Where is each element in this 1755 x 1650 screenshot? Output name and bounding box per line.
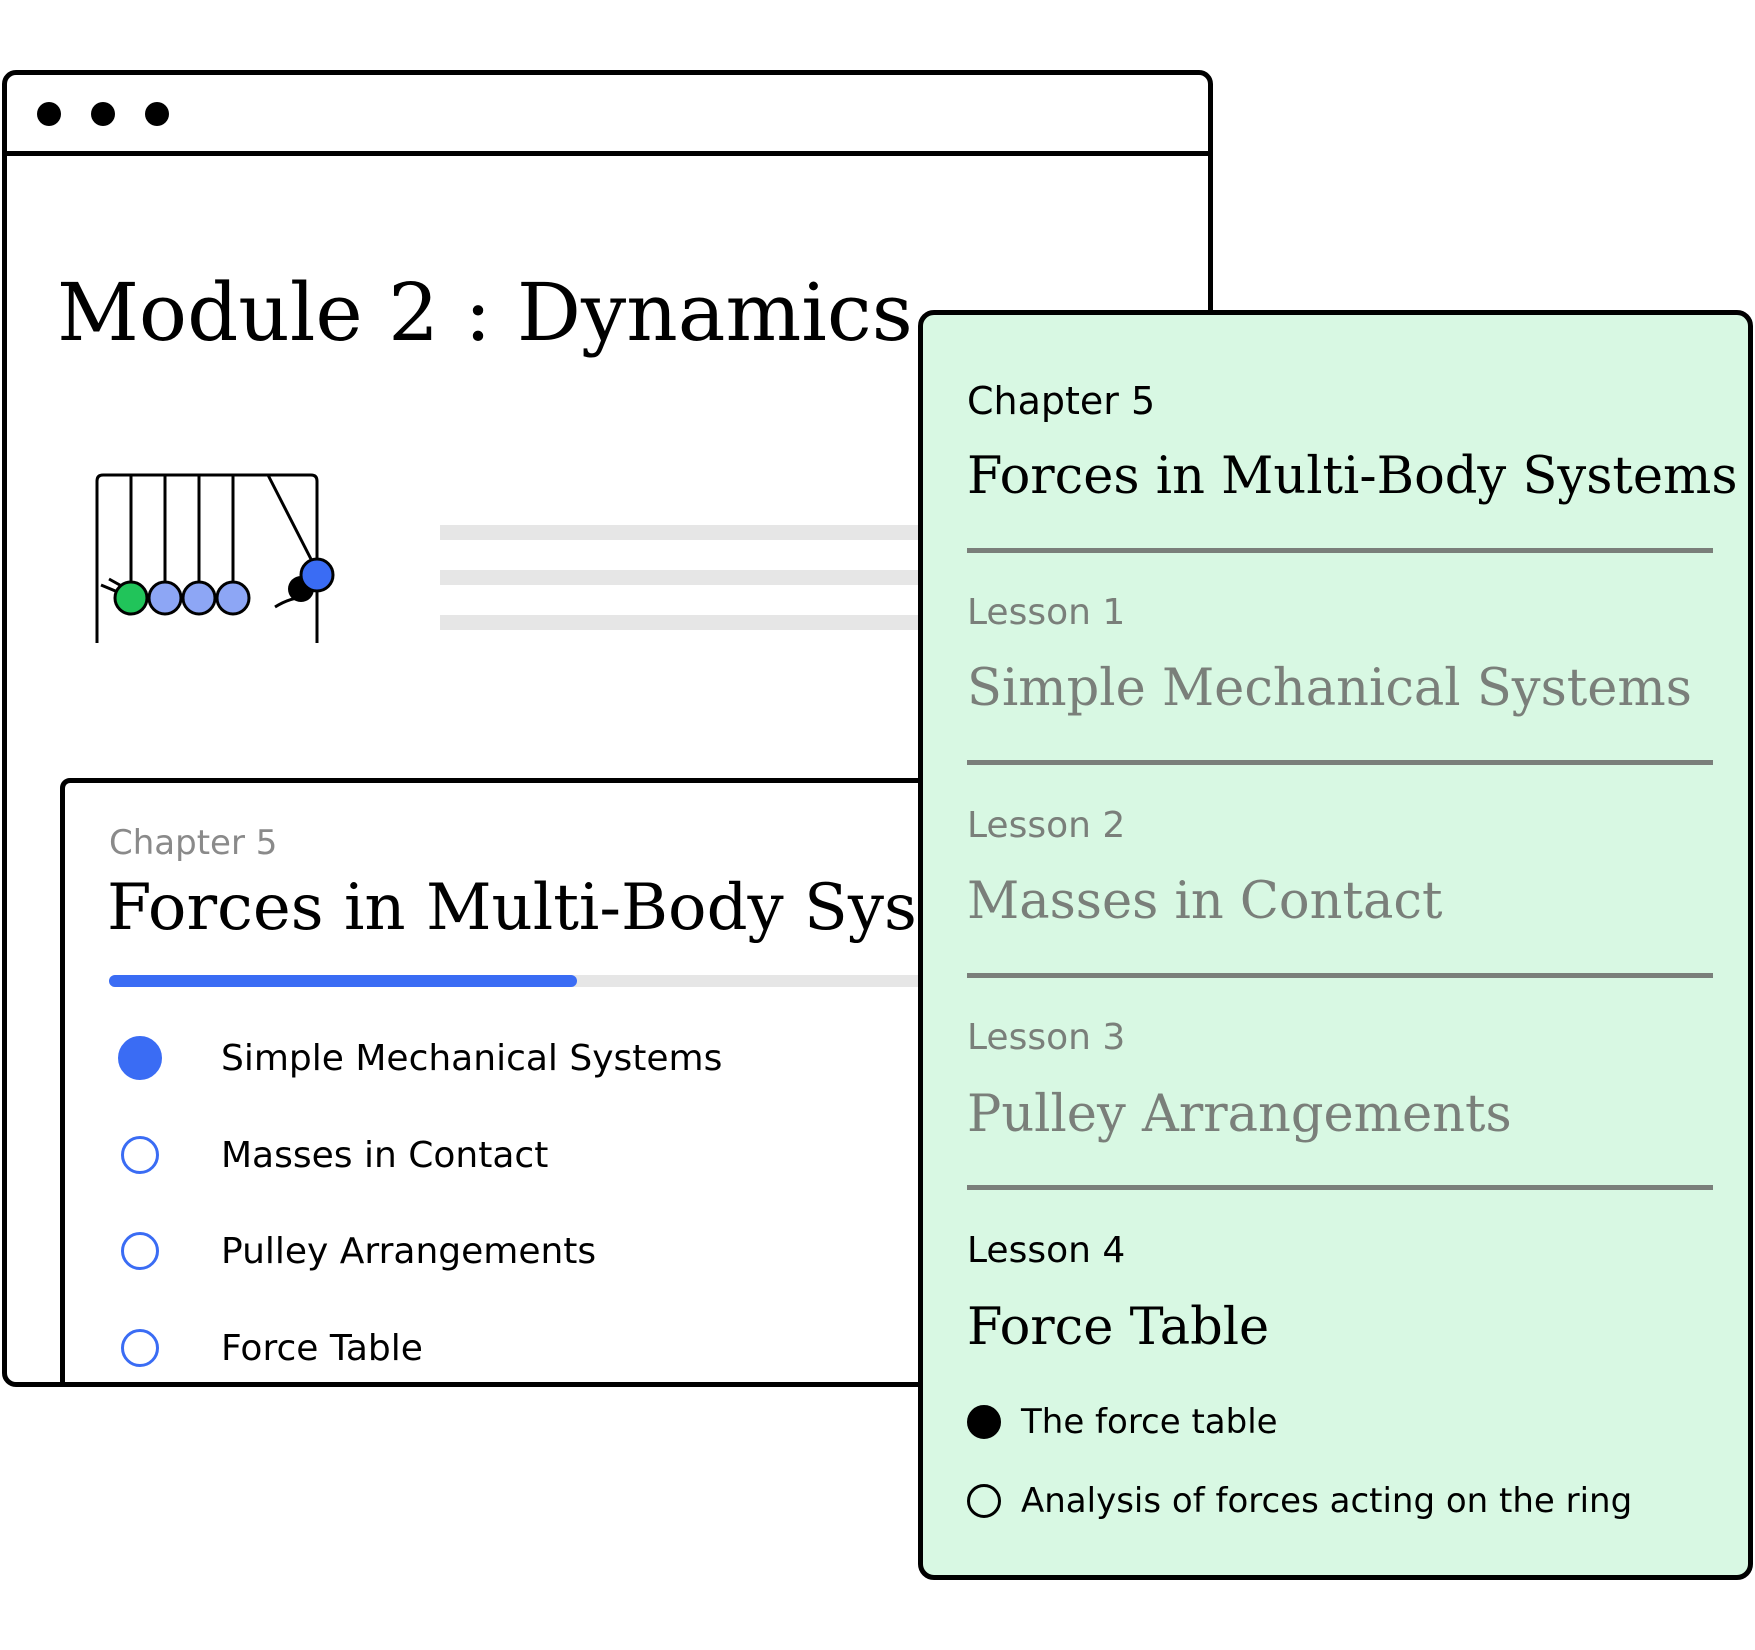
lesson-item[interactable]: Force Table bbox=[121, 1324, 423, 1372]
lesson-item[interactable]: Simple Mechanical Systems bbox=[118, 1034, 723, 1082]
chapter-card[interactable]: Chapter 5 Forces in Multi-Body Systems S… bbox=[60, 778, 1060, 1382]
cradle-ball bbox=[147, 580, 183, 616]
lesson-label: Simple Mechanical Systems bbox=[221, 1037, 723, 1079]
active-lesson-kicker: Lesson 4 bbox=[967, 1230, 1126, 1271]
window-titlebar bbox=[7, 75, 1208, 156]
lesson-link[interactable]: Simple Mechanical Systems bbox=[967, 659, 1692, 718]
chapter-progress-fill bbox=[109, 975, 577, 987]
lesson-label: Masses in Contact bbox=[221, 1134, 549, 1176]
lesson-label: Pulley Arrangements bbox=[221, 1230, 597, 1272]
chapter-kicker: Chapter 5 bbox=[109, 823, 278, 863]
topic-item[interactable]: Analysis of forces acting on the ring bbox=[967, 1481, 1632, 1521]
panel-chapter-kicker: Chapter 5 bbox=[967, 379, 1156, 423]
panel-chapter-title: Forces in Multi-Body Systems bbox=[967, 447, 1738, 506]
lesson-label: Force Table bbox=[221, 1327, 423, 1369]
window-control-dot[interactable] bbox=[145, 102, 169, 126]
cradle-ball-green bbox=[113, 580, 149, 616]
chapter-outline-panel: Chapter 5 Forces in Multi-Body Systems L… bbox=[918, 310, 1753, 1580]
divider bbox=[967, 973, 1713, 978]
text-placeholder-line bbox=[440, 615, 940, 630]
cradle-ball bbox=[215, 580, 251, 616]
newtons-cradle-icon bbox=[95, 473, 335, 643]
completed-status-icon bbox=[118, 1036, 162, 1080]
divider bbox=[967, 548, 1713, 553]
lesson-link[interactable]: Pulley Arrangements bbox=[967, 1085, 1512, 1144]
chapter-title: Forces in Multi-Body Systems bbox=[107, 871, 1060, 945]
window-control-dot[interactable] bbox=[91, 102, 115, 126]
topic-label: Analysis of forces acting on the ring bbox=[1021, 1481, 1633, 1521]
lesson-item[interactable]: Pulley Arrangements bbox=[121, 1227, 596, 1275]
chapter-progress-bar bbox=[109, 975, 1009, 987]
cradle-ball-swinging bbox=[299, 557, 335, 593]
incomplete-status-icon bbox=[121, 1232, 159, 1270]
lesson-kicker: Lesson 3 bbox=[967, 1017, 1126, 1058]
lesson-kicker: Lesson 1 bbox=[967, 592, 1126, 633]
text-placeholder-line bbox=[440, 525, 940, 540]
incomplete-status-icon bbox=[967, 1484, 1001, 1518]
module-title: Module 2 : Dynamics bbox=[57, 266, 913, 359]
cradle-ball bbox=[181, 580, 217, 616]
incomplete-status-icon bbox=[121, 1329, 159, 1367]
lesson-link[interactable]: Masses in Contact bbox=[967, 872, 1443, 931]
window-control-dot[interactable] bbox=[37, 102, 61, 126]
active-lesson-title[interactable]: Force Table bbox=[967, 1298, 1270, 1357]
incomplete-status-icon bbox=[121, 1136, 159, 1174]
completed-status-icon bbox=[967, 1405, 1001, 1439]
lesson-kicker: Lesson 2 bbox=[967, 805, 1126, 846]
divider bbox=[967, 1185, 1713, 1190]
topic-item[interactable]: The force table bbox=[967, 1402, 1278, 1442]
lesson-item[interactable]: Masses in Contact bbox=[121, 1131, 548, 1179]
divider bbox=[967, 760, 1713, 765]
text-placeholder-line bbox=[440, 570, 940, 585]
topic-label: The force table bbox=[1021, 1402, 1278, 1442]
